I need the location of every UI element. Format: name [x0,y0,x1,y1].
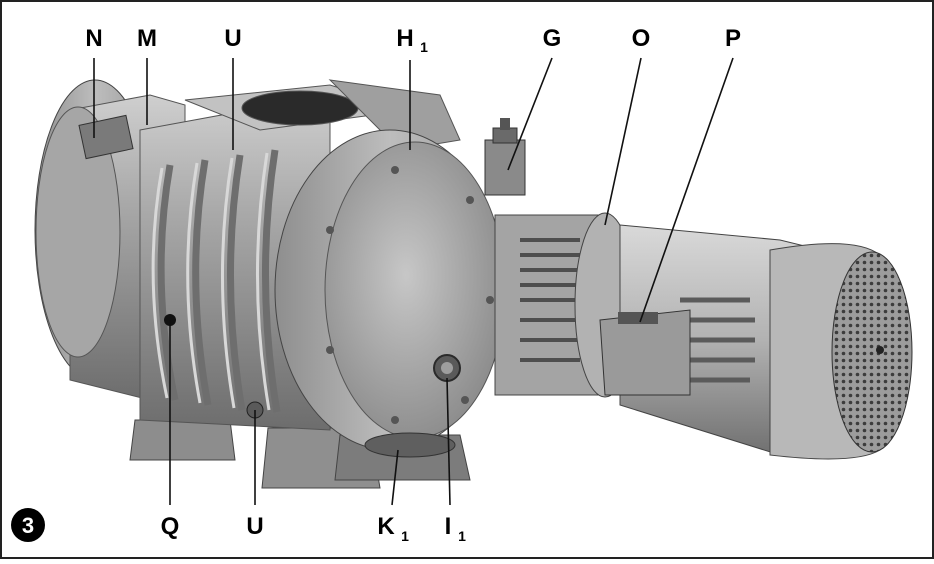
leader-k1 [391,449,399,506]
label-k: K [377,513,395,540]
leader-p [639,57,734,323]
leader-lines [93,57,734,506]
label-q: Q [161,513,180,540]
end-cover [324,141,506,439]
valve-g [484,139,526,196]
label-i-subscript: 1 [458,528,466,544]
label-o: O [632,25,651,52]
label-p: P [725,25,741,52]
leader-i1 [446,377,451,506]
label-i: I [445,513,452,540]
label-u-top: U [224,25,241,52]
fan-grill [831,251,913,453]
label-n: N [85,25,102,52]
nameplate [78,114,134,160]
label-h: H [396,25,413,52]
label-g: G [543,25,562,52]
figure-number: 3 [22,513,34,538]
terminal-box [599,309,691,396]
label-k-subscript: 1 [401,528,409,544]
leader-o [604,57,642,226]
leader-g [507,57,553,171]
figure-number-badge: 3 [11,508,45,542]
label-u-bottom: U [246,513,263,540]
label-h-subscript: 1 [420,39,428,55]
vacuum-pump [34,79,913,489]
label-m: M [137,25,157,52]
